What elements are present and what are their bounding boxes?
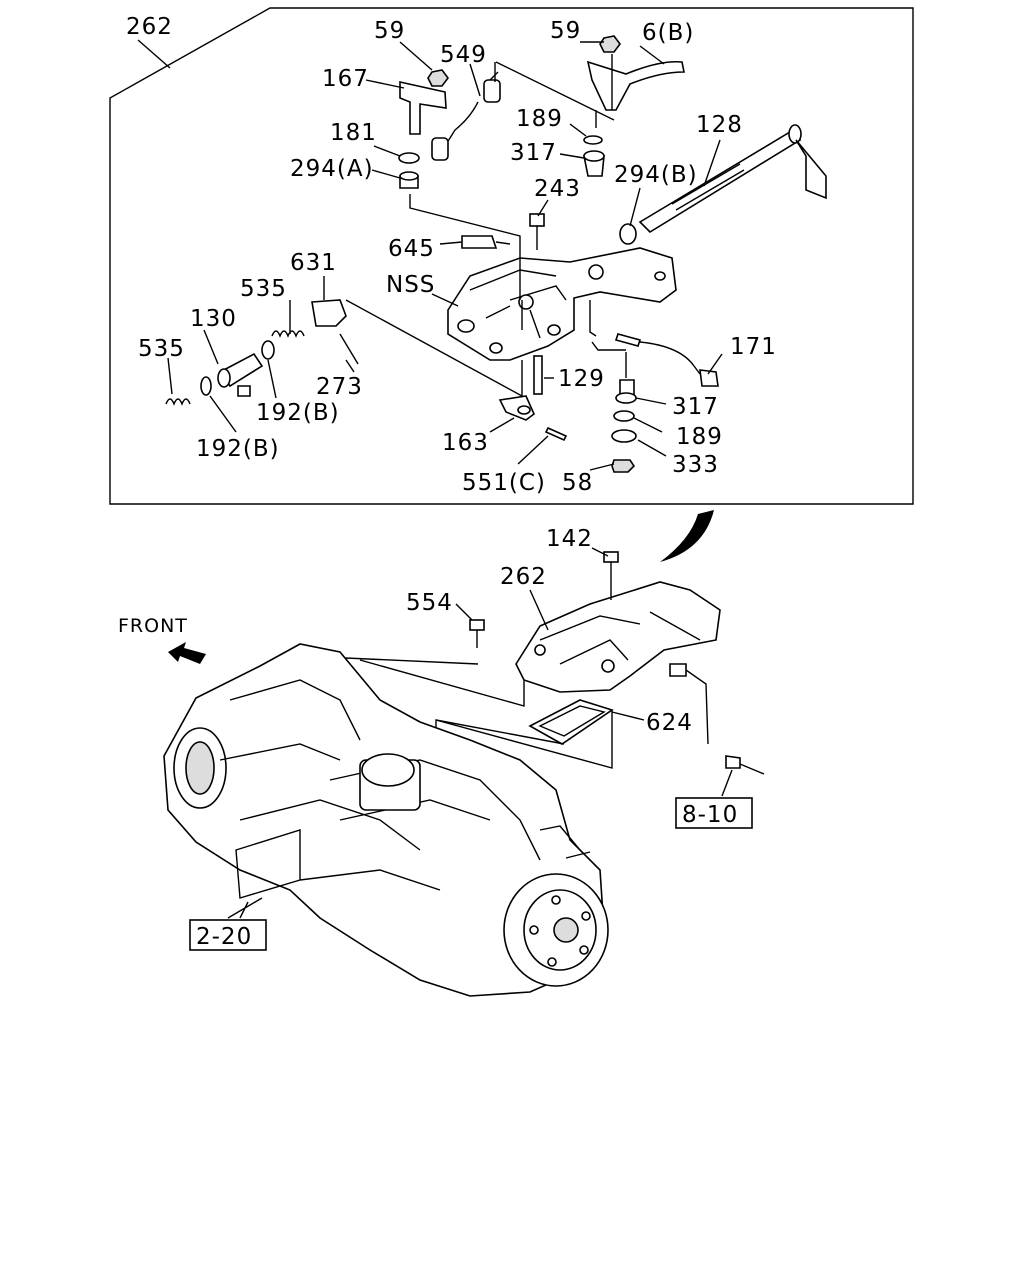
label-181: 181: [330, 120, 377, 146]
linking-arrow: [660, 510, 714, 562]
label-624: 624: [646, 710, 693, 736]
guide-lines: [345, 61, 615, 397]
transmission-body: [163, 643, 609, 997]
label-129: 129: [558, 366, 605, 392]
label-317-top: 317: [510, 140, 557, 166]
label-631: 631: [290, 250, 337, 276]
label-189-top: 189: [516, 106, 563, 132]
part-labels: 262 59 59 6(B) 549 167 181 294(A) 189 31…: [118, 14, 777, 950]
label-171: 171: [730, 334, 777, 360]
label-59-left: 59: [374, 18, 405, 44]
label-294b: 294(B): [614, 162, 698, 188]
label-167: 167: [322, 66, 369, 92]
label-6b: 6(B): [642, 20, 694, 46]
upper-exploded-parts: [398, 35, 827, 250]
label-535-lower: 535: [138, 336, 185, 362]
label-243: 243: [534, 176, 581, 202]
label-551c: 551(C): [462, 470, 546, 496]
left-parts: [165, 299, 359, 406]
shift-housing: [447, 247, 677, 361]
label-58: 58: [562, 470, 593, 496]
label-ref-8-10: 8-10: [682, 802, 738, 828]
front-arrow-icon: [168, 642, 206, 664]
label-645: 645: [388, 236, 435, 262]
assembly-262-frame: [109, 7, 914, 505]
label-273: 273: [316, 374, 363, 400]
label-333: 333: [672, 452, 719, 478]
label-59-right: 59: [550, 18, 581, 44]
label-317-bottom: 317: [672, 394, 719, 420]
label-front: FRONT: [118, 615, 188, 637]
label-535-upper: 535: [240, 276, 287, 302]
label-192b-left: 192(B): [196, 436, 280, 462]
label-142: 142: [546, 526, 593, 552]
ref-box-2-20: [189, 919, 267, 951]
label-ref-2-20: 2-20: [196, 924, 252, 950]
leader-lines: [167, 41, 733, 919]
label-130: 130: [190, 306, 237, 332]
ref-box-8-10: [675, 797, 753, 829]
label-294a: 294(A): [290, 156, 374, 182]
label-163: 163: [442, 430, 489, 456]
label-128: 128: [696, 112, 743, 138]
label-262-assembled: 262: [500, 564, 547, 590]
label-192b-right: 192(B): [256, 400, 340, 426]
label-189-bottom: 189: [676, 424, 723, 450]
label-554: 554: [406, 590, 453, 616]
label-262-group: 262: [126, 14, 173, 40]
lower-parts: [498, 300, 719, 473]
label-549: 549: [440, 42, 487, 68]
label-nss: NSS: [386, 272, 435, 298]
